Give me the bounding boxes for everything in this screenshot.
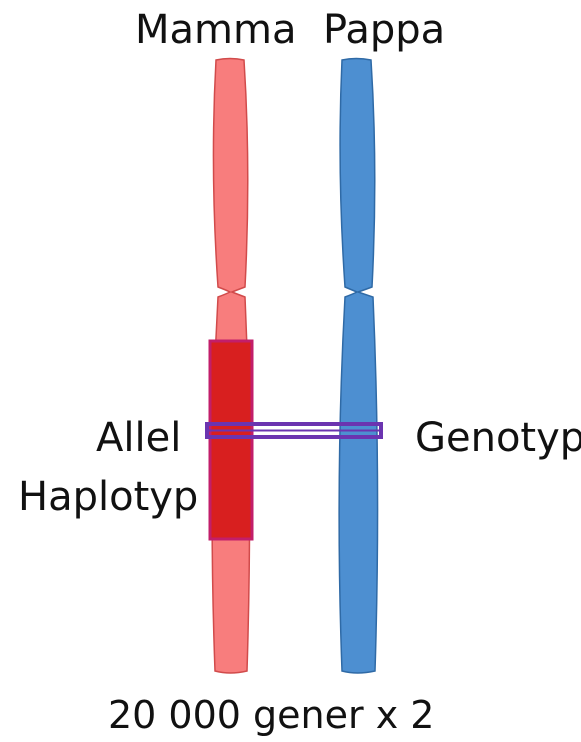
father-chromosome (339, 59, 377, 674)
haplotype-label: Haplotyp (18, 477, 198, 517)
mother-label: Mamma (135, 10, 296, 50)
allele-label: Allel (96, 418, 181, 458)
genotype-label: Genotyp (415, 418, 581, 458)
father-label: Pappa (323, 10, 445, 50)
footer-label: 20 000 gener x 2 (108, 696, 434, 734)
haplotype-block (210, 341, 252, 539)
